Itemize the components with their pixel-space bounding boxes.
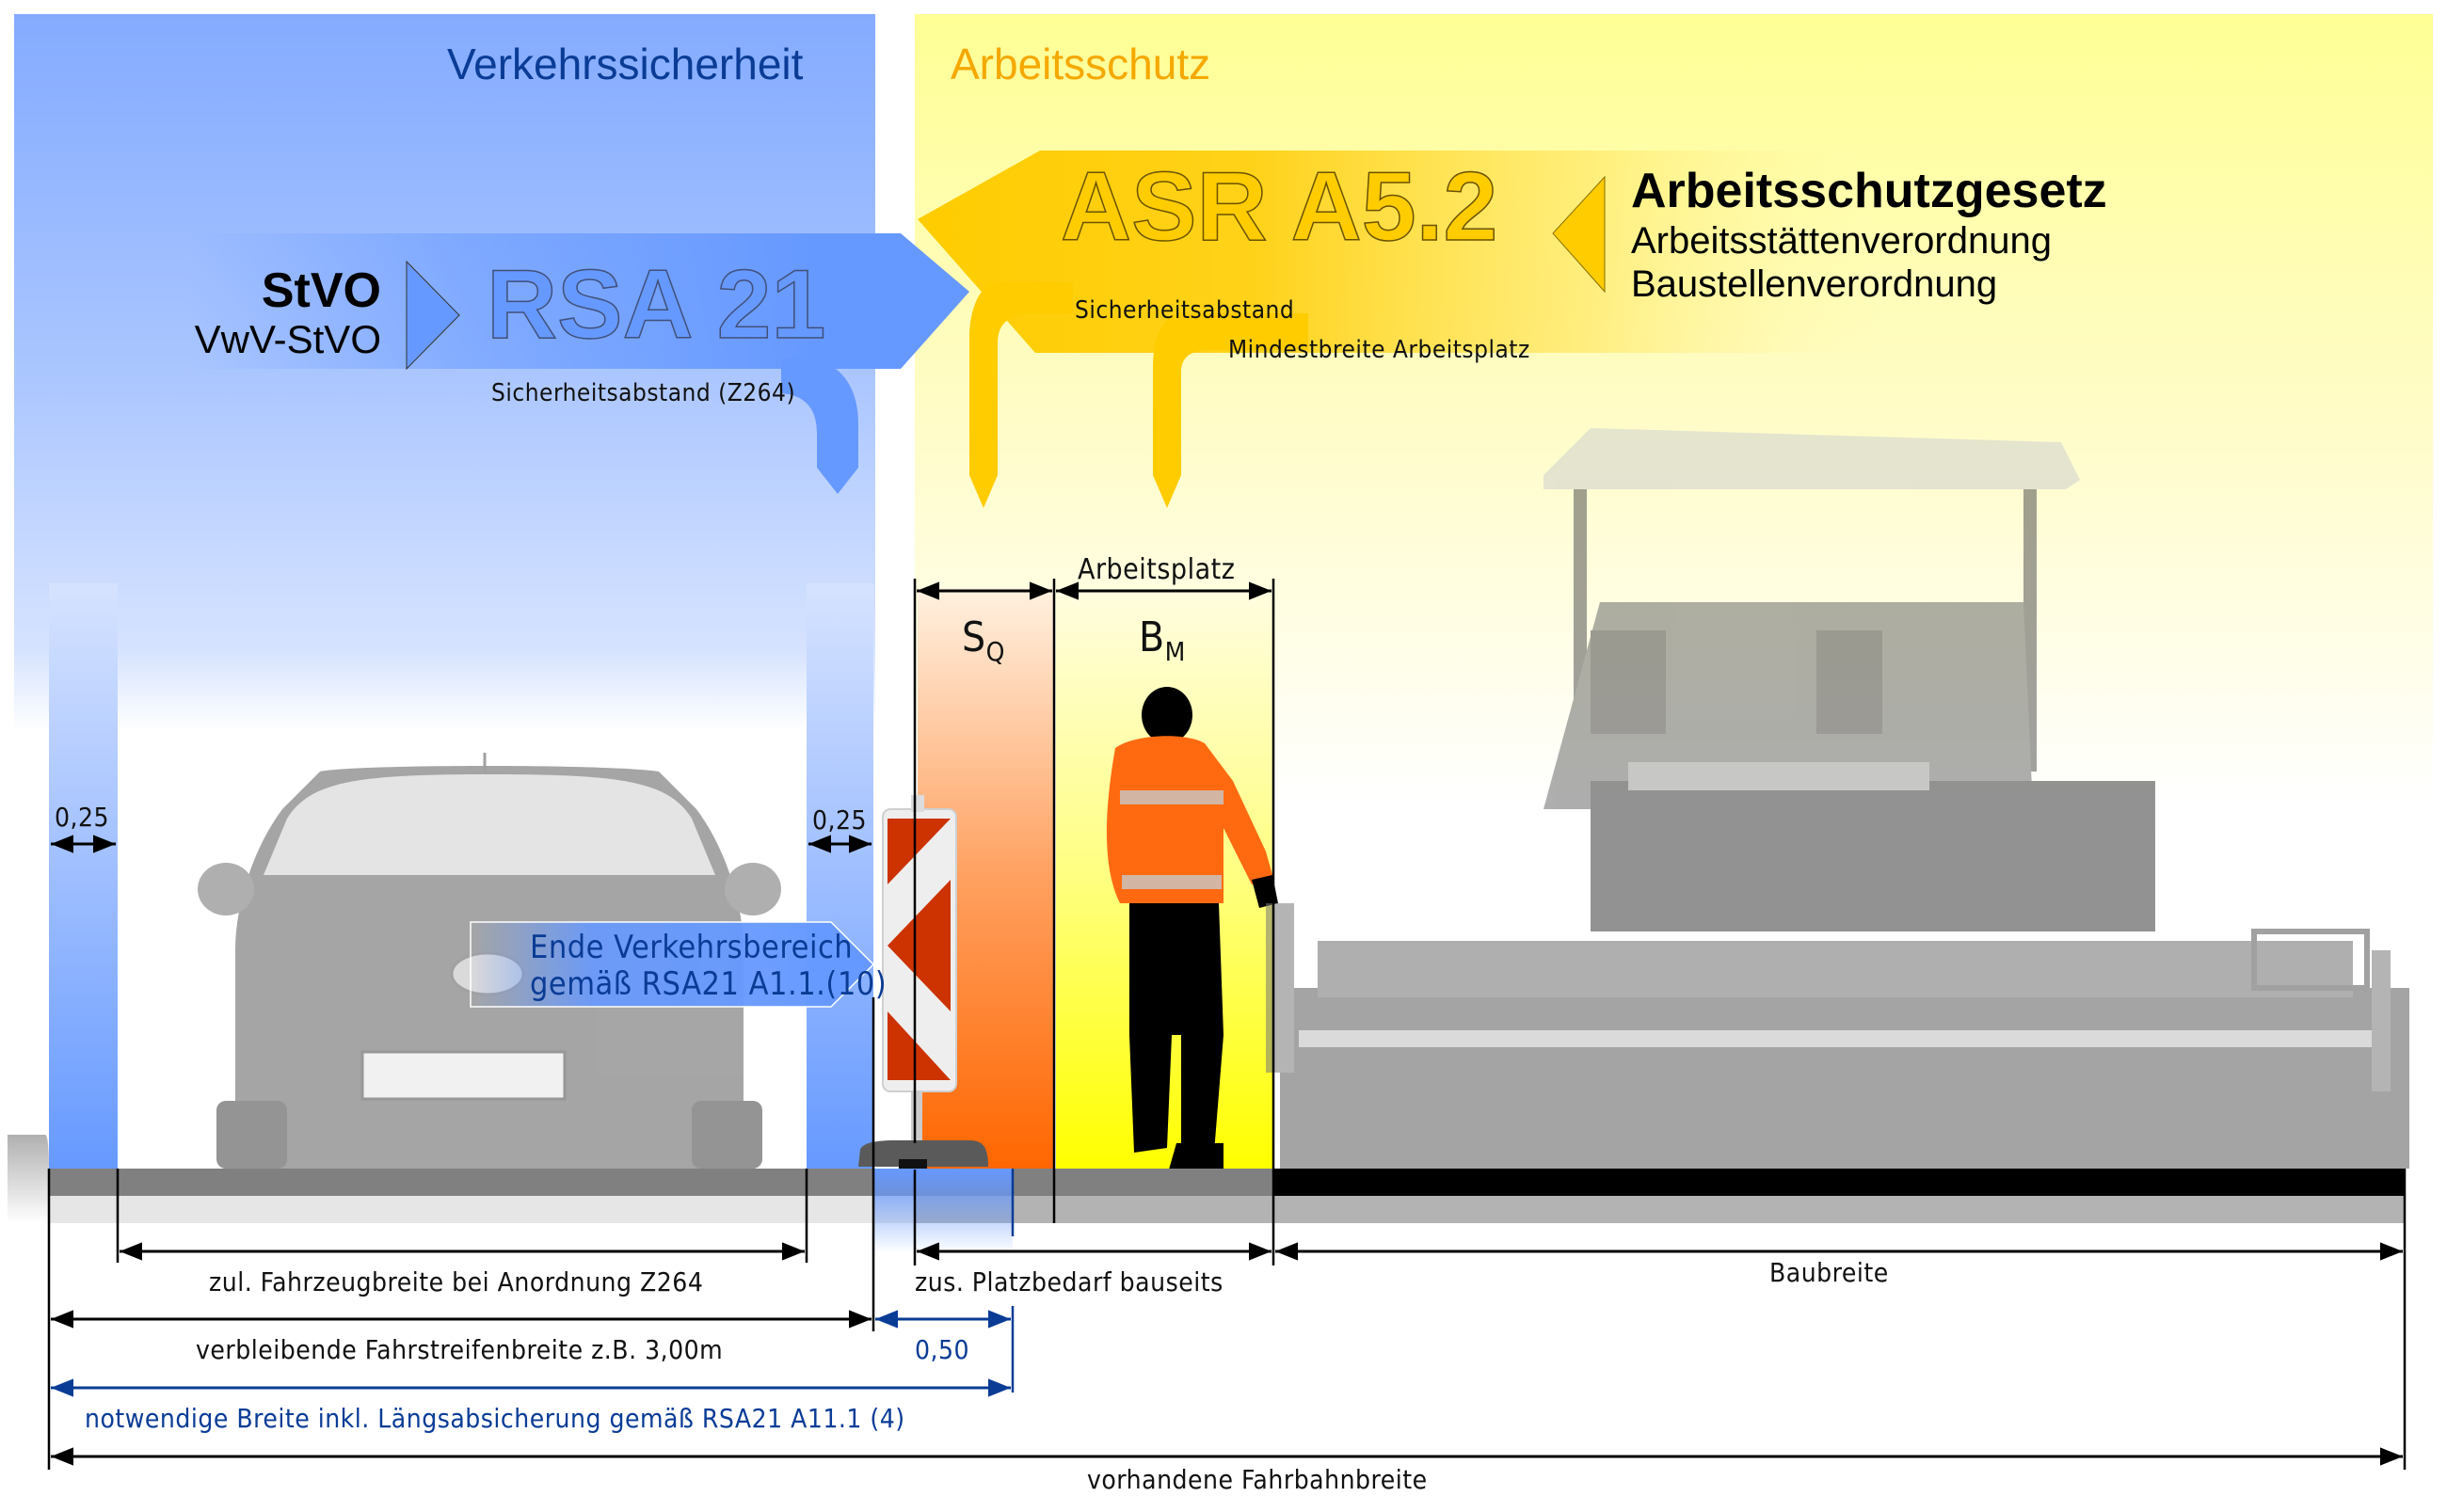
road-base-construction xyxy=(1273,1196,2405,1223)
road-surface-construction xyxy=(1273,1169,2405,1196)
vwv-stvo-label: VwV-StVO xyxy=(194,317,381,361)
rsa-title: RSA 21 xyxy=(486,250,826,359)
occupational-safety-title: Arbeitsschutz xyxy=(951,40,1211,88)
asr-min-width-label: Mindestbreite Arbeitsplatz xyxy=(1228,336,1530,364)
left-margin-label: 0,25 xyxy=(55,802,110,833)
road-surface-traffic xyxy=(49,1169,1275,1196)
barrier-width-label: 0,50 xyxy=(915,1334,970,1365)
rsa-arrow xyxy=(188,233,969,494)
road-base-traffic xyxy=(49,1196,915,1223)
road-paver-icon xyxy=(1266,428,2409,1169)
required-width-label: notwendige Breite inkl. Längsabsicherung… xyxy=(85,1403,905,1434)
callout-line-2: gemäß RSA21 A1.1.(10) xyxy=(530,965,888,1004)
warning-beacon-icon xyxy=(858,795,988,1169)
arbeitsstaettenverordnung-label: Arbeitsstättenverordnung xyxy=(1631,220,2052,262)
barrier-width-strip xyxy=(873,1169,1013,1253)
rsa-safety-distance-label: Sicherheitsabstand (Z264) xyxy=(491,379,796,407)
remaining-lane-label: verbleibende Fahrstreifenbreite z.B. 3,0… xyxy=(196,1334,724,1365)
asr-safety-distance-label: Sicherheitsabstand xyxy=(1075,296,1295,325)
workplace-label: Arbeitsplatz xyxy=(1078,553,1236,586)
left-margin-strip xyxy=(49,583,118,1169)
total-width-label: vorhandene Fahrbahnbreite xyxy=(1087,1464,1428,1495)
callout-text: Ende Verkehrsbereich gemäß RSA21 A1.1.(1… xyxy=(530,929,888,1004)
right-margin-strip xyxy=(807,583,873,1169)
callout-line-1: Ende Verkehrsbereich xyxy=(530,929,854,966)
asr-title: ASR A5.2 xyxy=(1060,152,1498,262)
safety-distance-symbol: SQ xyxy=(962,613,1005,667)
workplace-symbol: BM xyxy=(1139,613,1186,667)
vehicle-width-label: zul. Fahrzeugbreite bei Anordnung Z264 xyxy=(209,1266,704,1297)
curb xyxy=(8,1135,49,1223)
baustellenverordnung-label: Baustellenverordnung xyxy=(1631,263,1998,305)
asr-arrow xyxy=(918,151,1882,508)
right-margin-label: 0,25 xyxy=(812,804,868,836)
stvo-to-rsa-arrow xyxy=(406,260,460,371)
traffic-area-end-callout xyxy=(470,921,875,1008)
stvo-label: StVO xyxy=(261,263,381,318)
traffic-safety-title: Verkehrssicherheit xyxy=(447,40,804,88)
dimension-lines xyxy=(51,581,2403,1466)
site-space-label: zus. Platzbedarf bauseits xyxy=(915,1266,1224,1297)
construction-width-label: Baubreite xyxy=(1769,1257,1889,1288)
worker-icon xyxy=(1106,687,1278,1176)
guide-lines xyxy=(47,579,2407,1470)
arbeitsschutzgesetz-label: Arbeitsschutzgesetz xyxy=(1631,164,2107,218)
